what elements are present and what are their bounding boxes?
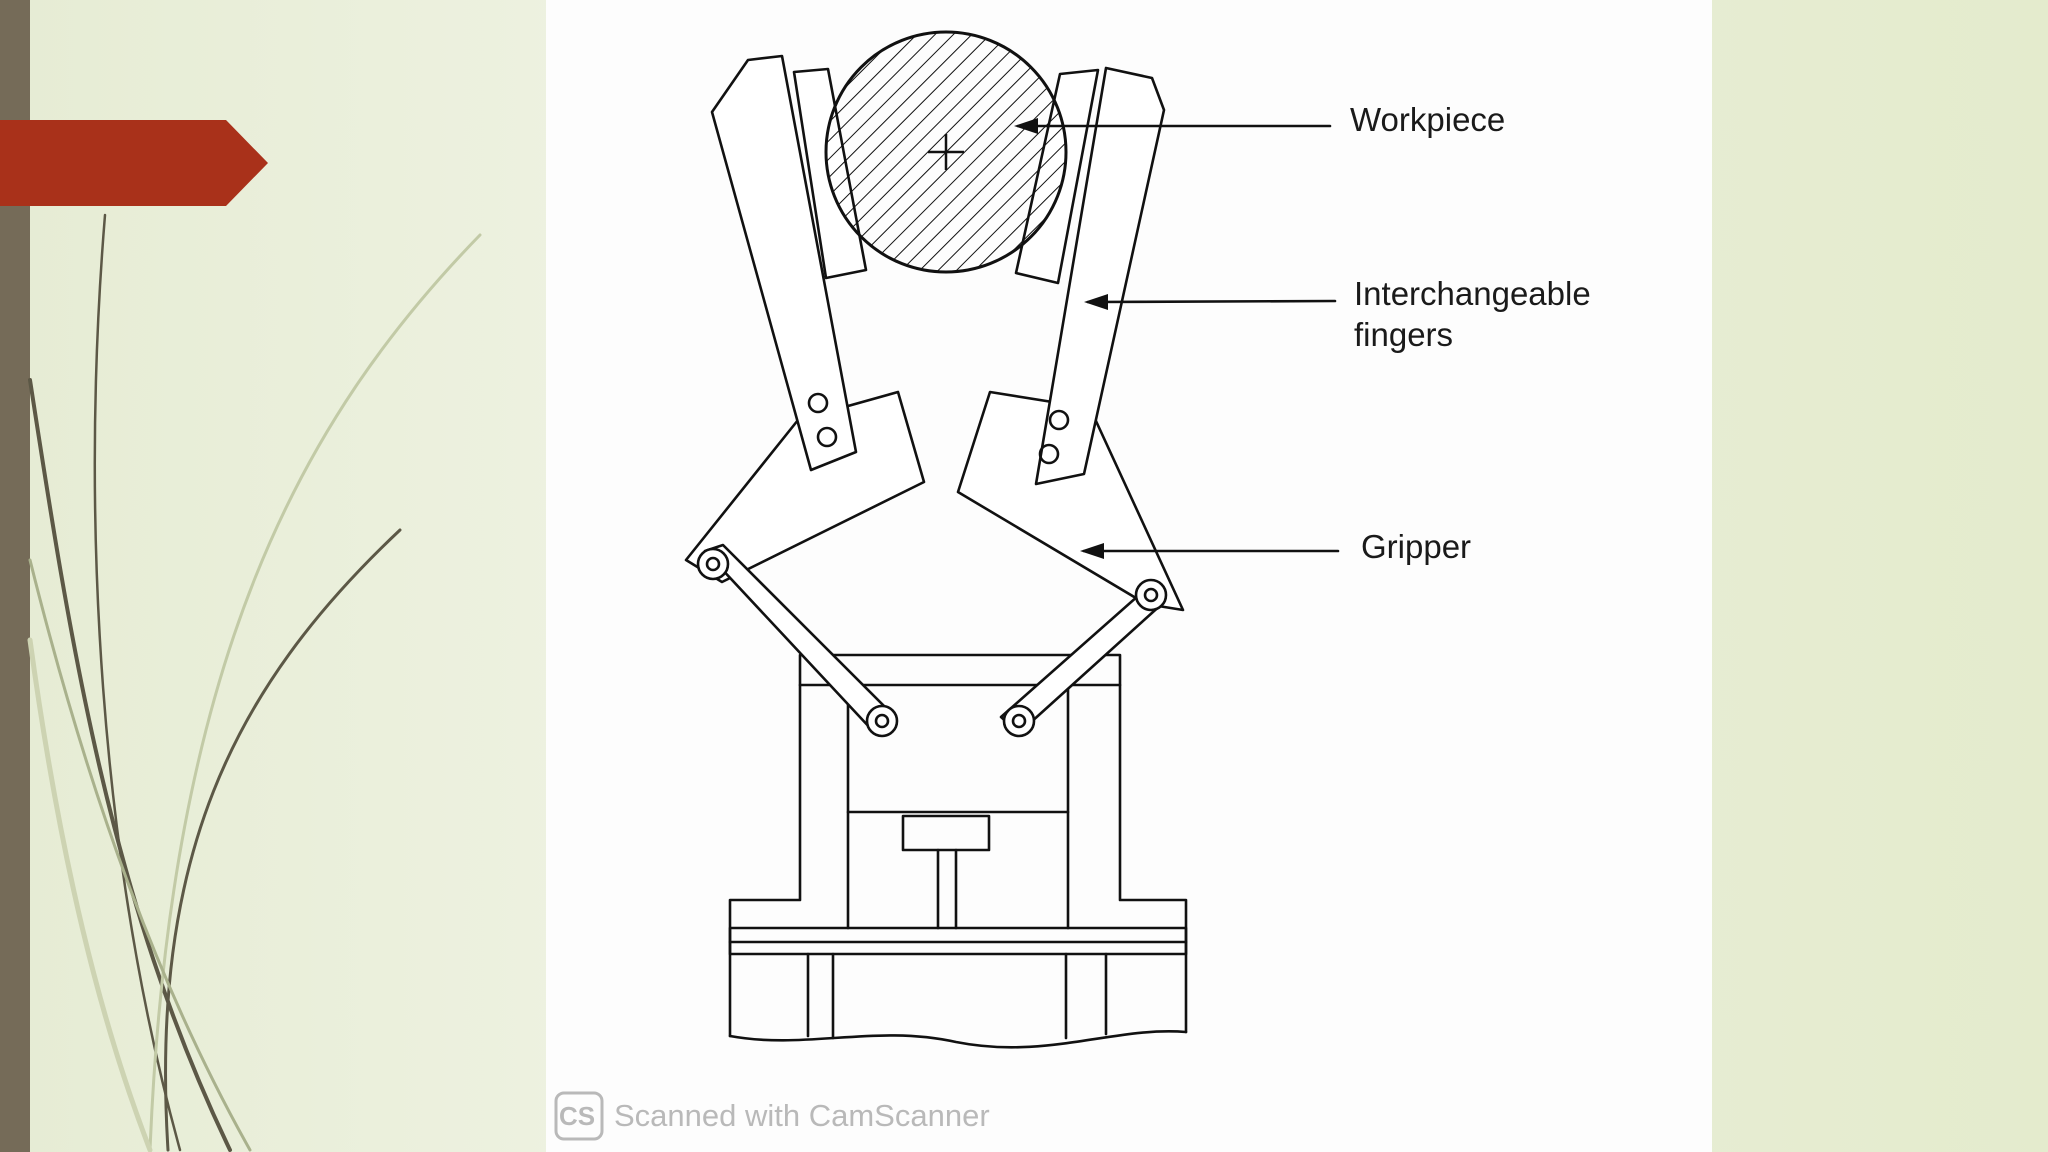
gripper-diagram: Workpiece Interchangeable fingers Grippe… — [554, 30, 1591, 1141]
camscanner-watermark: CS Scanned with CamScanner — [554, 1091, 990, 1141]
interchangeable-fingers — [710, 54, 1166, 486]
label-fingers: fingers — [1354, 316, 1453, 353]
label-interchangeable: Interchangeable — [1354, 275, 1591, 312]
camscanner-logo-text: CS — [559, 1101, 595, 1131]
decorative-swirls — [27, 213, 482, 1152]
leader-arrows — [1014, 118, 1340, 559]
label-workpiece: Workpiece — [1350, 101, 1505, 138]
workpiece — [792, 30, 1100, 285]
linkage-arms — [696, 543, 1168, 738]
label-gripper: Gripper — [1361, 528, 1471, 565]
base-frame — [728, 653, 1188, 1049]
gripper-jaws — [684, 390, 1185, 612]
camscanner-logo-icon — [554, 1091, 604, 1141]
watermark-text: Scanned with CamScanner — [614, 1098, 990, 1133]
slide-accent-tab — [0, 120, 268, 206]
scanned-diagram-page: Workpiece Interchangeable fingers Grippe… — [546, 0, 1712, 1152]
